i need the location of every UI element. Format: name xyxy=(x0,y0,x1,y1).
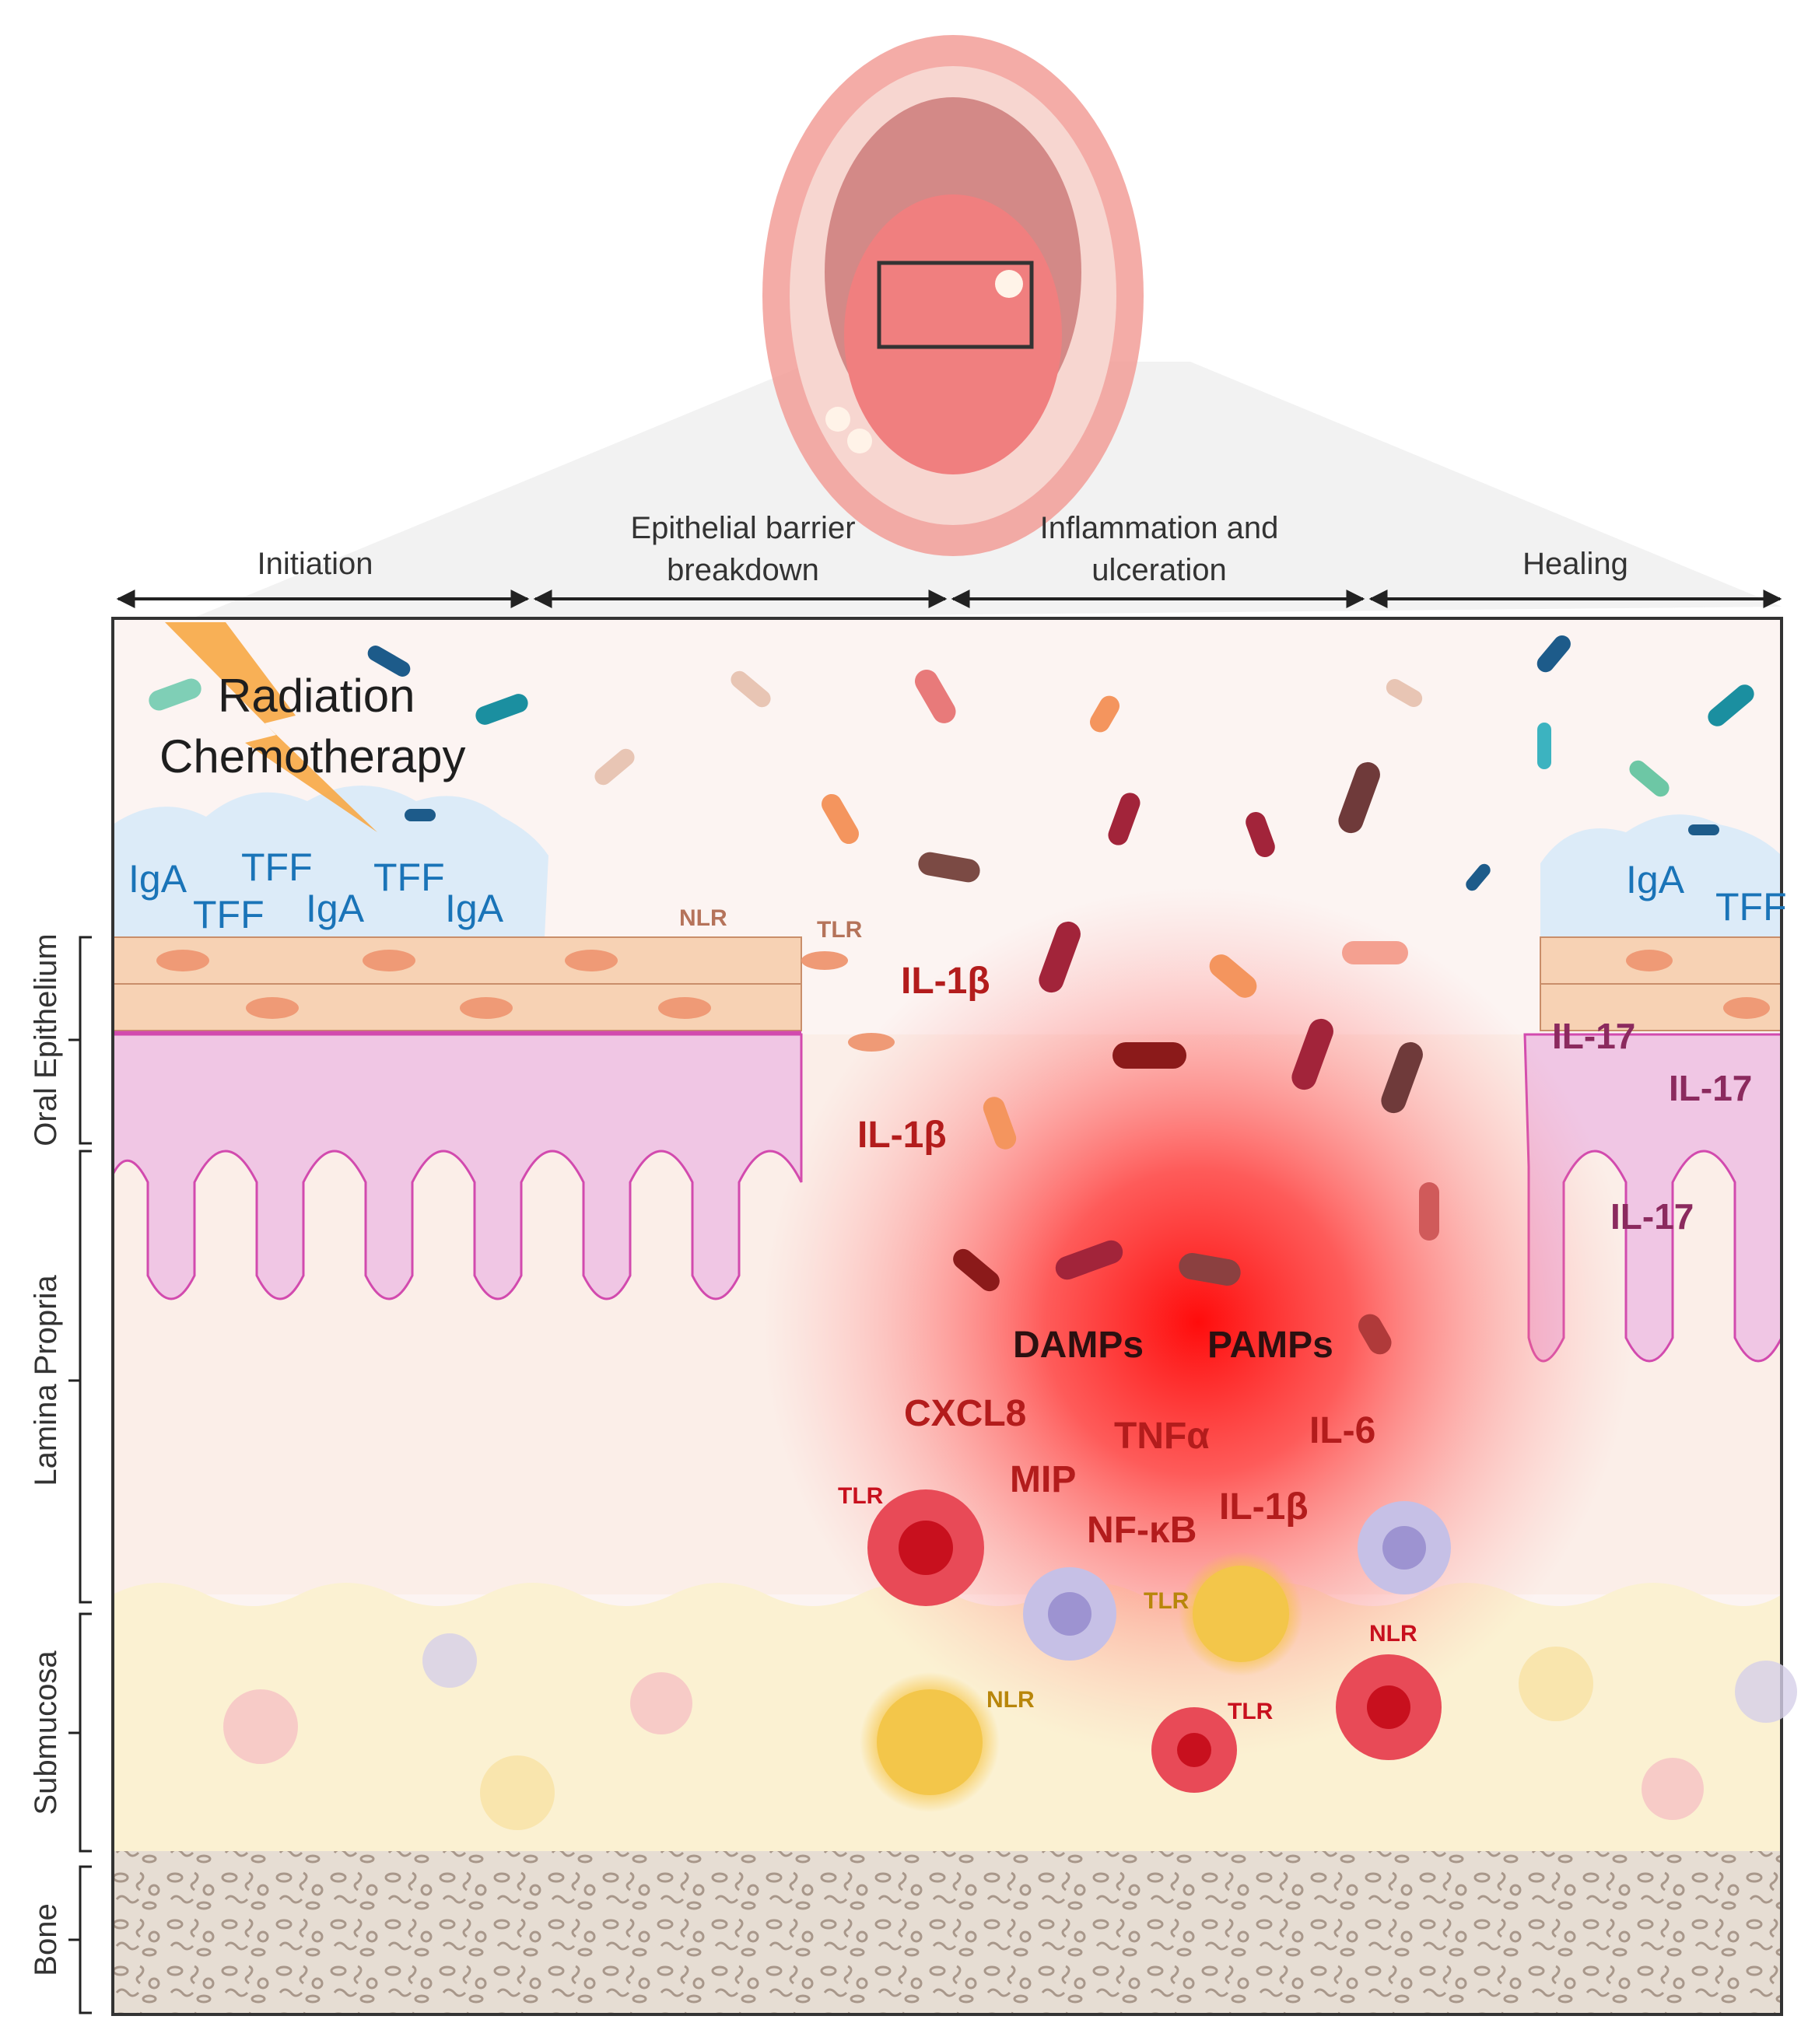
phase-barrier-line2: breakdown xyxy=(667,553,819,587)
tff-label-1: TFF xyxy=(193,893,265,936)
tlr-label-1: TLR xyxy=(838,1483,884,1509)
iga-label-3: IgA xyxy=(445,887,504,930)
il1b-label-3: IL-1β xyxy=(1219,1486,1309,1528)
layer-submucosa: Submucosa xyxy=(29,1650,63,1815)
tlr-label-2: TLR xyxy=(1144,1588,1190,1614)
tff-label-healing: TFF xyxy=(1715,885,1787,929)
phase-barrier-line1: Epithelial barrier xyxy=(630,511,855,545)
nlr-label-barrier: NLR xyxy=(679,905,727,931)
radiation-label: Radiation xyxy=(218,670,415,722)
il6-label: IL-6 xyxy=(1309,1410,1375,1451)
phase-healing: Healing xyxy=(1522,547,1628,581)
damps-label: DAMPs xyxy=(1013,1325,1144,1366)
cxcl8-label: CXCL8 xyxy=(904,1393,1026,1434)
nlr-label-1: NLR xyxy=(986,1687,1035,1713)
layer-brackets xyxy=(68,936,92,2014)
tnfa-label: TNFα xyxy=(1114,1416,1210,1457)
iga-label-2: IgA xyxy=(306,887,365,930)
nlr-label-2: NLR xyxy=(1369,1621,1417,1647)
tff-label-3: TFF xyxy=(373,856,445,899)
nfkb-label: NF-κB xyxy=(1087,1510,1197,1551)
immune-cells xyxy=(223,1489,1797,1830)
bacteria xyxy=(149,635,1754,1355)
il17-label-2: IL-17 xyxy=(1669,1068,1752,1108)
chemotherapy-label: Chemotherapy xyxy=(159,730,466,782)
layer-bone: Bone xyxy=(29,1903,63,1976)
layer-oral-epithelium: Oral Epithelium xyxy=(29,933,63,1146)
mip-label: MIP xyxy=(1010,1459,1076,1500)
phase-inflammation-line1: Inflammation and xyxy=(1040,511,1279,545)
lightning-bolt-icon xyxy=(165,622,377,832)
tlr-label-3: TLR xyxy=(1228,1699,1274,1724)
phase-initiation: Initiation xyxy=(258,547,373,581)
tlr-label-barrier: TLR xyxy=(817,917,863,943)
il1b-label-2: IL-1β xyxy=(857,1115,947,1156)
iga-label-1: IgA xyxy=(128,857,187,901)
pamps-label: PAMPs xyxy=(1207,1325,1333,1366)
phase-inflammation-line2: ulceration xyxy=(1091,553,1226,587)
il17-label-3: IL-17 xyxy=(1610,1196,1694,1237)
layer-lamina-propria: Lamina Propria xyxy=(29,1275,63,1486)
tff-label-2: TFF xyxy=(241,845,313,889)
epithelial-cells xyxy=(156,950,1770,1052)
mouth-illustration xyxy=(183,35,1782,622)
il1b-label-1: IL-1β xyxy=(901,961,990,1002)
il17-label-1: IL-17 xyxy=(1552,1016,1635,1056)
iga-label-healing: IgA xyxy=(1626,858,1685,901)
